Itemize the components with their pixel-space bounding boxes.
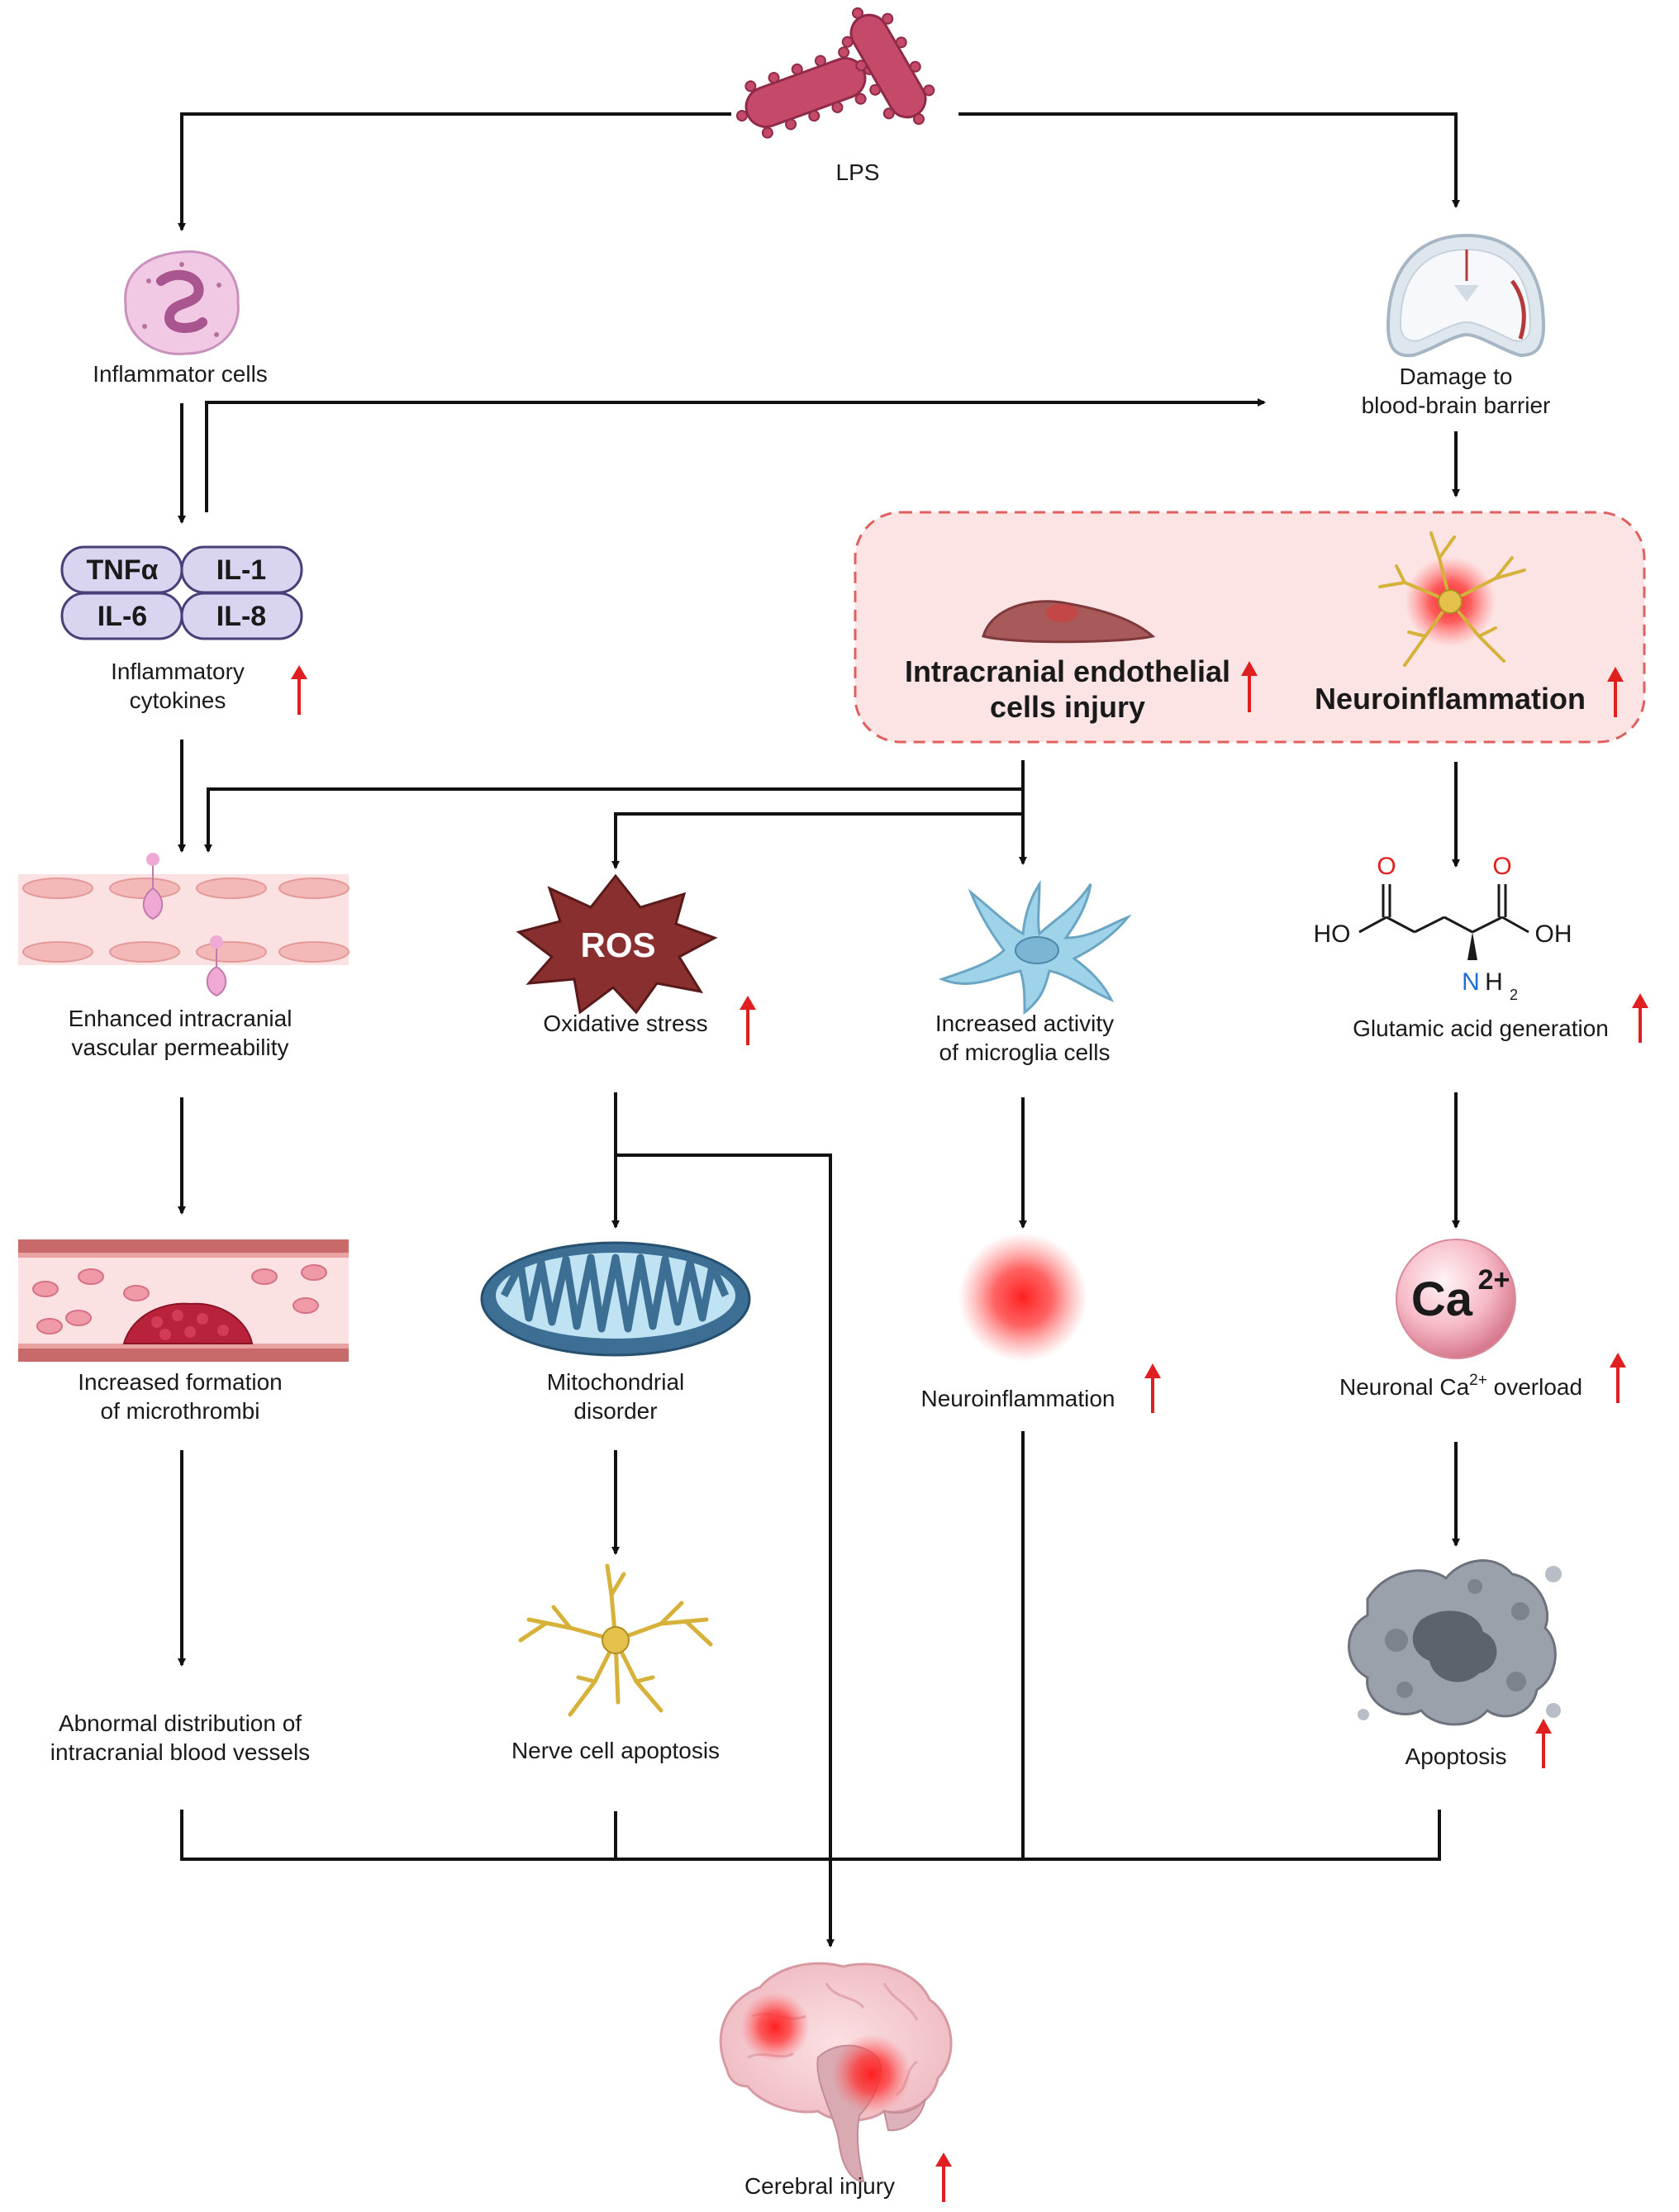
microthrombi-label-line1: Increased formation	[78, 1369, 282, 1395]
neuron-icon	[1378, 531, 1526, 667]
abnormal-label-line2: intracranial blood vessels	[50, 1739, 310, 1765]
bbb-label-line1: Damage to	[1400, 364, 1513, 389]
chem-n: N	[1462, 968, 1480, 996]
oxidative-label: Oxidative stress	[543, 1011, 707, 1036]
calcium-overload-label: Neuronal Ca2+ overload	[1339, 1372, 1582, 1400]
calcium-label-post: overload	[1487, 1374, 1582, 1400]
il1-label: IL-1	[216, 554, 266, 586]
bacteria-icon	[735, 7, 935, 139]
red-up-arrow-icon	[935, 2153, 952, 2202]
endothelial-label-line2: cells injury	[990, 690, 1145, 724]
red-up-arrow-icon	[740, 996, 756, 1045]
ros-label: ROS	[580, 925, 655, 964]
lps-label: LPS	[836, 159, 880, 185]
brain-icon	[719, 1962, 953, 2183]
il6-label: IL-6	[98, 601, 147, 632]
calcium-label-sup: 2+	[1469, 1372, 1487, 1389]
red-up-arrow-icon	[291, 665, 307, 715]
red-up-arrow-icon	[1535, 1719, 1552, 1768]
chem-oh: OH	[1535, 920, 1572, 948]
il8-label: IL-8	[216, 601, 266, 632]
blood-vessel-thrombus-icon	[18, 1239, 349, 1362]
cytokine-pills: TNFα IL-1 IL-6 IL-8	[60, 545, 303, 640]
brain-section-icon	[1386, 233, 1546, 358]
mito-label-line2: disorder	[573, 1398, 657, 1424]
red-up-arrow-icon	[1632, 993, 1648, 1043]
nerve-apoptosis-label: Nerve cell apoptosis	[511, 1738, 720, 1763]
neutrophil-icon	[124, 250, 240, 355]
calcium-symbol: Ca	[1411, 1272, 1473, 1326]
microglia-icon	[938, 879, 1132, 1016]
mito-label-line1: Mitochondrial	[547, 1369, 685, 1395]
chem-o-right: O	[1492, 853, 1511, 880]
chem-o-left: O	[1377, 853, 1396, 880]
apoptosis-label: Apoptosis	[1406, 1743, 1507, 1769]
endothelial-label-line1: Intracranial endothelial	[905, 654, 1230, 688]
neuron-icon	[518, 1563, 713, 1717]
vessel-wall-icon	[18, 853, 350, 997]
il8-pill	[180, 592, 303, 640]
glutamic-acid-structure: O O HO OH N H 2	[1314, 853, 1572, 1003]
inflammatory-cells-label: Inflammator cells	[93, 361, 268, 387]
red-up-arrow-icon	[1241, 661, 1258, 712]
vascular-label-line1: Enhanced intracranial	[69, 1006, 293, 1031]
red-up-arrow-icon	[1144, 1363, 1161, 1413]
calcium-ion-icon: Ca 2+	[1396, 1239, 1516, 1359]
chem-h: H	[1485, 968, 1503, 996]
chem-sub2: 2	[1510, 987, 1518, 1003]
neuroinflammation-label: Neuroinflammation	[921, 1386, 1115, 1411]
calcium-label-pre: Neuronal Ca	[1339, 1374, 1470, 1400]
cytokines-label-line1: Inflammatory	[111, 659, 245, 684]
tnf-label: TNFα	[87, 554, 159, 586]
ros-burst-icon: ROS	[516, 873, 718, 1015]
chem-ho: HO	[1314, 920, 1351, 948]
bbb-label-line2: blood-brain barrier	[1362, 392, 1551, 418]
vascular-label-line2: vascular permeability	[72, 1035, 289, 1060]
neuroinflammation-box-label: Neuroinflammation	[1315, 682, 1586, 716]
inflammation-glow-icon	[958, 1233, 1087, 1362]
endothelial-cell-icon	[982, 600, 1156, 644]
apoptotic-cell-icon	[1348, 1559, 1562, 1726]
red-up-arrow-icon	[1607, 667, 1624, 717]
cerebral-label: Cerebral injury	[744, 2173, 895, 2199]
mitochondrion-icon	[480, 1241, 751, 1357]
microthrombi-label-line2: of microthrombi	[101, 1398, 260, 1424]
calcium-charge: 2+	[1478, 1264, 1510, 1296]
connector-lines	[178, 112, 1460, 1948]
microglia-label-line1: Increased activity	[935, 1011, 1114, 1036]
red-up-arrow-icon	[1610, 1353, 1626, 1403]
glutamic-label: Glutamic acid generation	[1353, 1016, 1609, 1041]
abnormal-label-line1: Abnormal distribution of	[59, 1710, 302, 1736]
cytokines-label-line2: cytokines	[130, 687, 226, 713]
microglia-label-line2: of microglia cells	[939, 1039, 1111, 1065]
